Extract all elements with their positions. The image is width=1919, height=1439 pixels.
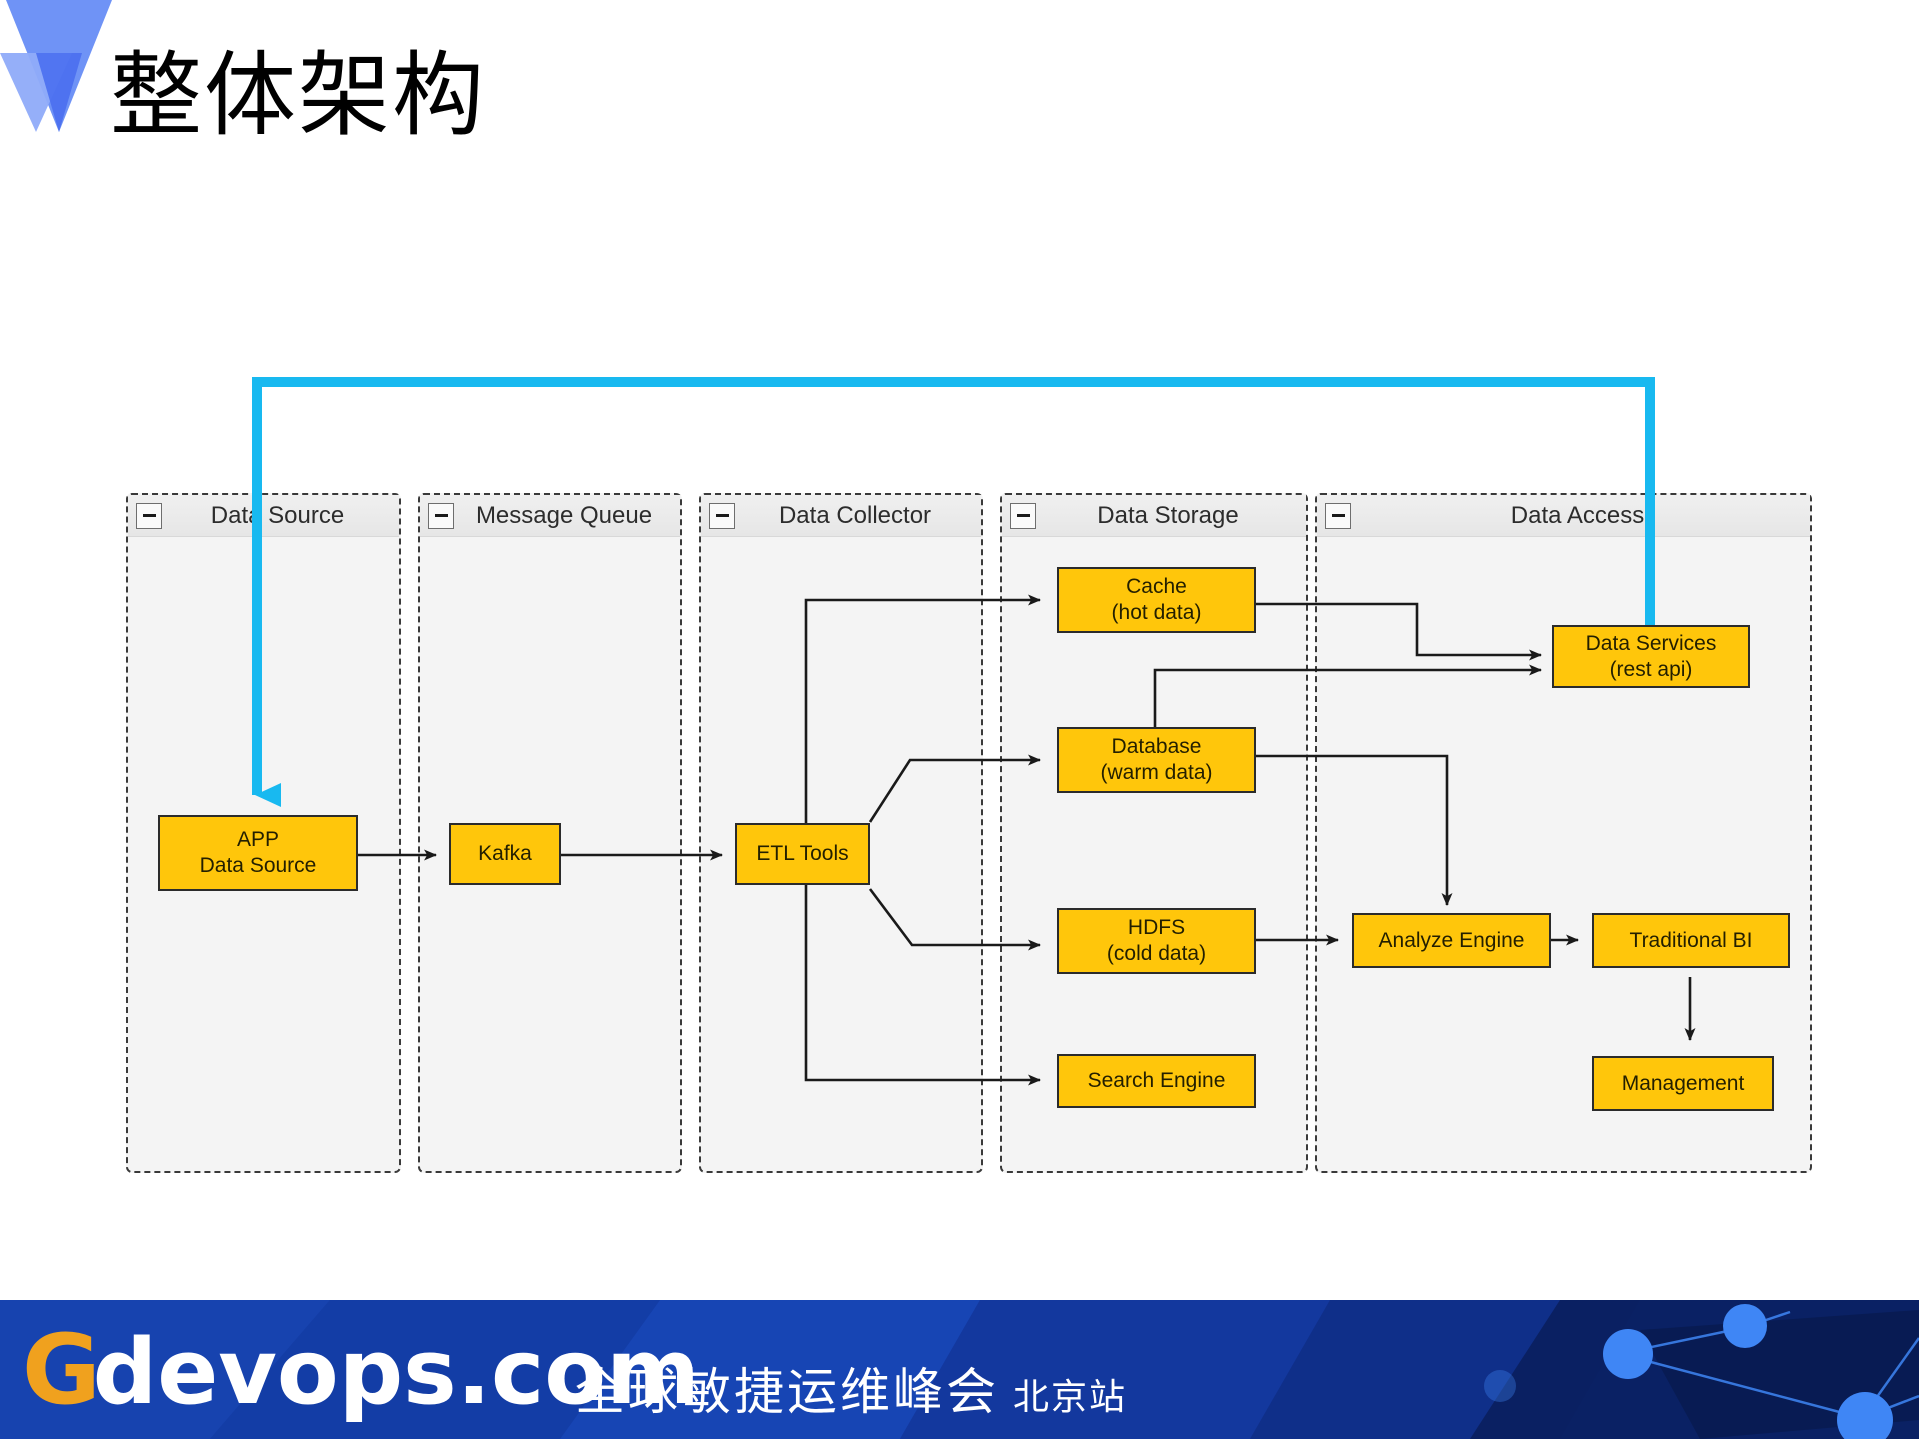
brand-g-letter: G bbox=[22, 1314, 101, 1426]
node-line: (cold data) bbox=[1106, 942, 1207, 965]
node-kafka[interactable]: Kafka bbox=[449, 823, 561, 885]
edge-dataservices-app-highlight bbox=[252, 377, 1655, 807]
lane-header-data-collector: Data Collector bbox=[701, 495, 981, 537]
edge-etl-cache bbox=[804, 594, 1041, 855]
node-management[interactable]: Management bbox=[1592, 1056, 1774, 1111]
footer-background-graphic bbox=[0, 1300, 1919, 1439]
footer-slogan: 全球敏捷运维峰会北京站 bbox=[575, 1352, 1127, 1424]
minus-icon[interactable] bbox=[709, 502, 735, 529]
node-line: Traditional BI bbox=[1629, 928, 1753, 952]
architecture-diagram: Data Source Message Queue Data Collector… bbox=[126, 377, 1812, 1173]
edge-database-analyze bbox=[1256, 754, 1453, 906]
minus-icon[interactable] bbox=[1010, 502, 1036, 529]
node-line: ETL Tools bbox=[756, 842, 849, 866]
node-line: Data Services bbox=[1585, 631, 1717, 655]
node-line: (warm data) bbox=[1100, 761, 1213, 784]
edge-etl-search bbox=[804, 855, 1041, 1086]
node-line: Cache bbox=[1126, 575, 1187, 599]
node-etl-tools[interactable]: ETL Tools bbox=[735, 823, 870, 885]
minus-icon[interactable] bbox=[428, 502, 454, 529]
minus-icon[interactable] bbox=[136, 502, 162, 529]
node-line: Analyze Engine bbox=[1378, 928, 1525, 952]
node-database[interactable]: Database (warm data) bbox=[1057, 727, 1256, 793]
node-line: APP bbox=[236, 828, 280, 852]
slogan-city: 北京站 bbox=[1013, 1377, 1128, 1418]
node-data-services[interactable]: Data Services (rest api) bbox=[1552, 625, 1750, 688]
node-line: Kafka bbox=[478, 842, 532, 866]
lane-header-data-source: Data Source bbox=[128, 495, 399, 537]
gdevops-logo: G devops.com bbox=[22, 1322, 700, 1421]
node-search-engine[interactable]: Search Engine bbox=[1057, 1054, 1256, 1108]
node-hdfs[interactable]: HDFS (cold data) bbox=[1057, 908, 1256, 974]
lane-header-data-storage: Data Storage bbox=[1002, 495, 1306, 537]
lane-label: Data Access bbox=[1510, 501, 1645, 529]
lane-header-message-queue: Message Queue bbox=[420, 495, 680, 537]
node-line: Management bbox=[1621, 1071, 1745, 1095]
node-line: (rest api) bbox=[1609, 657, 1693, 681]
lane-label: Data Source bbox=[210, 501, 345, 529]
node-line: Database bbox=[1111, 735, 1202, 759]
node-line: (hot data) bbox=[1111, 601, 1202, 624]
edge-cache-dataservices bbox=[1256, 602, 1542, 661]
triangle-logo-icon bbox=[0, 0, 112, 132]
node-traditional-bi[interactable]: Traditional BI bbox=[1592, 913, 1790, 968]
brand-name: devops.com bbox=[92, 1320, 700, 1425]
node-cache[interactable]: Cache (hot data) bbox=[1057, 567, 1256, 633]
edge-etl-hdfs bbox=[868, 888, 1041, 951]
slogan-main: 全球敏捷运维峰会 bbox=[575, 1363, 999, 1421]
lane-label: Data Storage bbox=[1097, 501, 1239, 529]
minus-icon[interactable] bbox=[1325, 502, 1351, 529]
node-analyze-engine[interactable]: Analyze Engine bbox=[1352, 913, 1551, 968]
footer-banner: G devops.com 全球敏捷运维峰会北京站 bbox=[0, 1300, 1919, 1439]
lane-label: Message Queue bbox=[475, 501, 653, 529]
node-app-data-source[interactable]: APP Data Source bbox=[158, 815, 358, 891]
lane-header-data-access: Data Access bbox=[1317, 495, 1810, 537]
node-line: Data Source bbox=[199, 854, 317, 877]
lane-label: Data Collector bbox=[778, 501, 932, 529]
page-title: 整体架构 bbox=[110, 42, 487, 149]
node-line: HDFS bbox=[1127, 916, 1186, 940]
edge-etl-database bbox=[868, 754, 1041, 823]
node-line: Search Engine bbox=[1087, 1069, 1226, 1093]
